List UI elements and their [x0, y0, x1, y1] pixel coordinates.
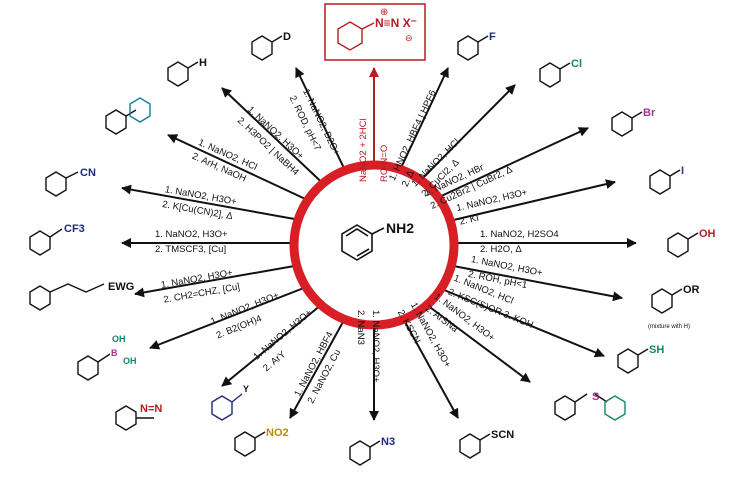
- center-amine-label: NH2: [386, 220, 414, 236]
- label-nitrile: CN: [80, 167, 96, 179]
- label-nitro: NO2: [266, 427, 289, 439]
- reagent-iodo-2: 2. KI: [458, 213, 480, 228]
- product-iodo: [649, 169, 681, 195]
- product-azo: [115, 405, 154, 431]
- arrow-azo: [221, 295, 333, 387]
- arrow-iodo: [444, 179, 616, 223]
- reagent-diazonium-1: NaNO2 + 2HCl: [358, 118, 369, 182]
- label-sulfide: S: [592, 391, 599, 403]
- product-sulfide: [554, 393, 608, 421]
- diazonium-product: N≡N X⁻ ⊕ ⊖: [324, 3, 426, 61]
- diazonium-label: N≡N X⁻: [375, 16, 417, 30]
- label-bromo: Br: [643, 107, 656, 119]
- arrow-sulfide: [414, 295, 531, 383]
- product-biaryl: [105, 109, 137, 135]
- label-cf3: CF3: [64, 223, 85, 235]
- aniline-benzene: [341, 224, 385, 261]
- label-thiol: SH: [649, 344, 664, 356]
- arrow-bromo: [423, 127, 589, 205]
- label-fluoro: F: [489, 31, 496, 43]
- reagent-phenol-2: 2. H2O, Δ: [480, 244, 522, 255]
- label-chloro: Cl: [571, 58, 582, 70]
- label-thiocyanate: SCN: [491, 429, 514, 441]
- label-boronic-b: B: [111, 348, 118, 358]
- product-deuteration: [251, 35, 283, 61]
- label-iodo: I: [681, 165, 684, 177]
- label-azo: N=N: [140, 403, 162, 415]
- center-ring: [289, 160, 459, 330]
- diazonium-minus-charge: ⊖: [405, 33, 413, 43]
- product-cf3: [29, 228, 63, 256]
- label-azide: N3: [381, 436, 395, 448]
- product-phenol: [667, 232, 699, 258]
- reagent-diazonium-2: RO-N=O: [379, 145, 390, 182]
- reagent-phenol-1: 1. NaNO2, H2SO4: [480, 229, 559, 240]
- label-phenol: OH: [699, 228, 716, 240]
- label-boronic-oh-right: OH: [123, 356, 137, 366]
- product-bromo: [611, 111, 643, 137]
- arrow-alkene: [134, 264, 301, 298]
- product-nitro: [234, 431, 266, 457]
- label-boronic-oh-top: OH: [112, 334, 126, 344]
- product-fluoro: [457, 35, 489, 61]
- product-chloro: [539, 62, 571, 88]
- product-thiol: [617, 348, 649, 374]
- arrow-reduction: [221, 87, 333, 193]
- label-ether: OR: [683, 284, 700, 296]
- arrow-thiol: [431, 284, 605, 358]
- product-nitrile: [45, 171, 79, 197]
- products: [29, 35, 699, 466]
- reagent-cf3-2: 2. TMSCF3, [Cu]: [155, 244, 226, 255]
- reagent-azide-2: 2. NaN3: [355, 310, 366, 345]
- reagent-cf3-1: 1. NaNO2, H3O+: [155, 229, 228, 240]
- arrow-nitrile: [121, 184, 301, 221]
- arrow-ether: [447, 264, 623, 302]
- product-ether: [651, 288, 683, 314]
- reagent-azide-1: 1. NaNO2, H3O+: [370, 310, 381, 383]
- label-azo-y: Y: [243, 384, 249, 394]
- diazonium-box: [324, 3, 426, 61]
- product-azide: [349, 440, 381, 466]
- arrow-boronic: [149, 283, 315, 350]
- product-alkene: [29, 283, 105, 311]
- label-deuteration: D: [283, 31, 291, 43]
- diazonium-plus-charge: ⊕: [380, 7, 388, 18]
- arrow-chloro: [407, 84, 516, 194]
- label-reduction: H: [199, 57, 207, 69]
- product-thiocyanate: [459, 433, 491, 459]
- product-reduction: [167, 61, 199, 87]
- product-boronic: [77, 353, 111, 381]
- arrow-biaryl: [167, 134, 315, 204]
- label-ether-note: (mixture with H): [648, 324, 690, 330]
- label-alkene: EWG: [108, 281, 134, 293]
- substituent-labels: F Cl Br I OH OR (mixture with H) SH S SC…: [64, 31, 716, 448]
